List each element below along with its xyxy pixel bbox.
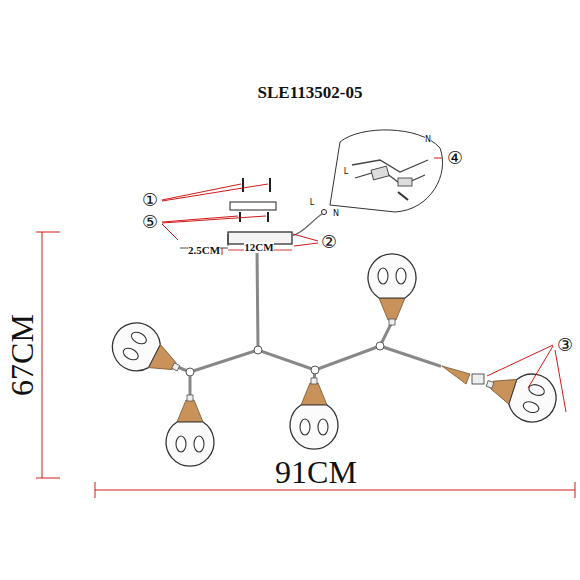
- callout-number: ①: [142, 191, 158, 209]
- callout-number: ③: [557, 336, 573, 354]
- model-title: SLE113502-05: [258, 84, 363, 101]
- dimension-lines: [36, 232, 575, 498]
- globes: [104, 254, 562, 466]
- dimension-label: 67CM: [6, 314, 38, 396]
- wire-label: N: [333, 210, 339, 218]
- dimension-label: 91CM: [275, 456, 357, 488]
- arms: [175, 250, 440, 398]
- wire-label: L: [310, 199, 314, 207]
- wiring-inset: [330, 130, 443, 212]
- wire-label: L: [344, 168, 348, 176]
- dimension-label: 2.5CM: [188, 245, 220, 256]
- callout-leaders: [162, 158, 566, 412]
- wire-label: N: [425, 136, 431, 144]
- dimension-label: 12CM: [244, 242, 273, 253]
- canopy: [180, 178, 327, 250]
- callout-number: ②: [321, 233, 337, 251]
- callout-number: ④: [447, 149, 463, 167]
- callout-number: ⑤: [142, 213, 158, 231]
- joints: [186, 342, 384, 376]
